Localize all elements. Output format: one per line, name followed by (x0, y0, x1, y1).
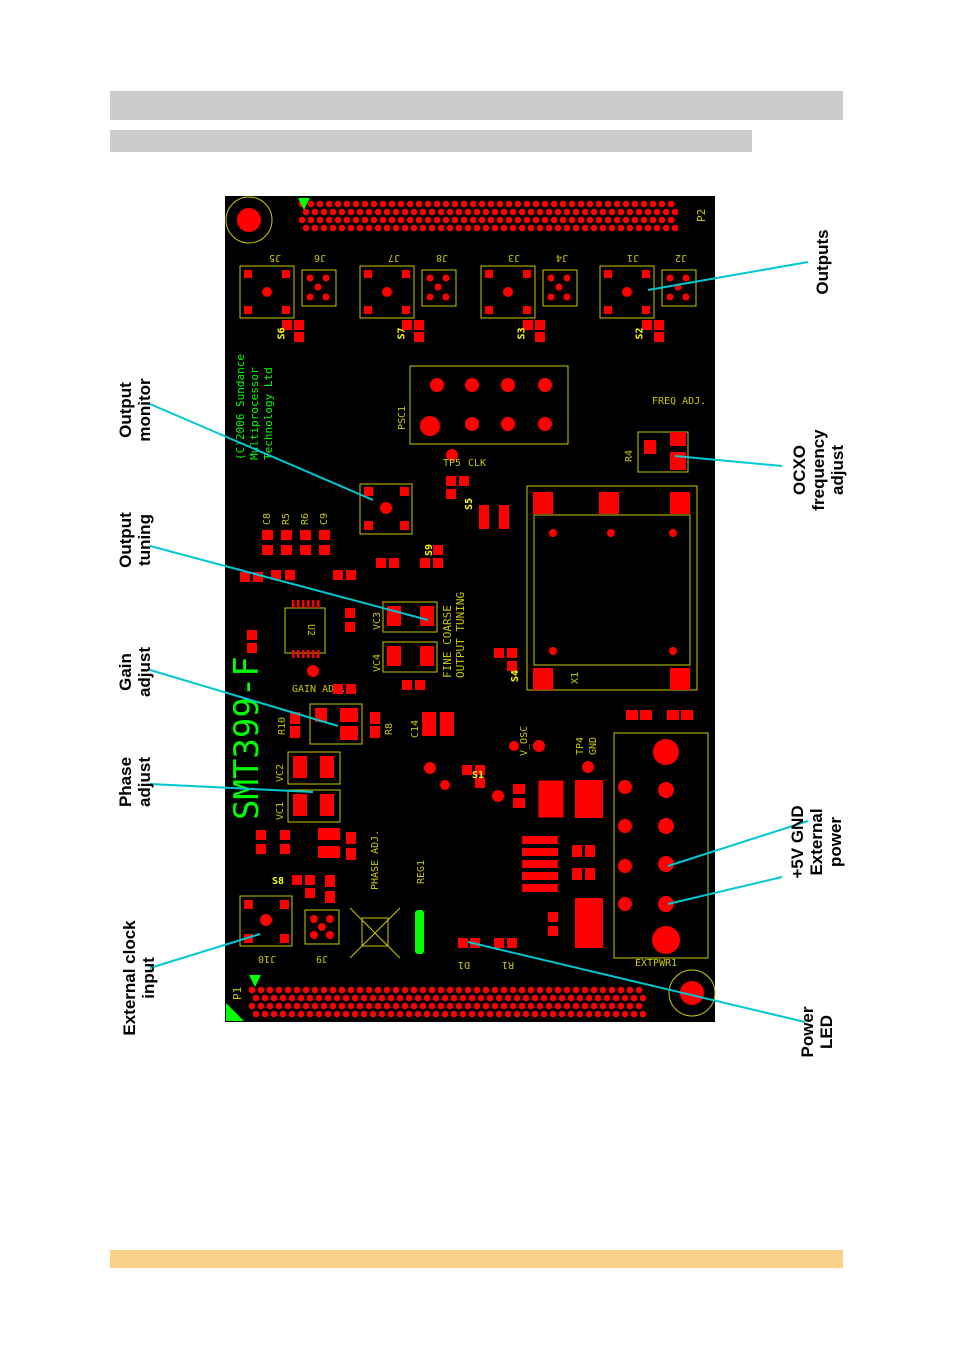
svg-text:C8: C8 (262, 513, 273, 525)
connector-p2 (298, 200, 679, 232)
svg-text:J9: J9 (316, 953, 328, 964)
output-connectors (239, 265, 697, 342)
svg-text:V_OSC: V_OSC (519, 726, 530, 756)
callout-phase-adjust: Phase adjust (116, 756, 154, 808)
svg-text:EXTPWR1: EXTPWR1 (635, 958, 677, 969)
svg-text:U2: U2 (305, 624, 316, 636)
j2-label: J2 (675, 252, 688, 263)
svg-text:R8: R8 (384, 723, 395, 735)
j3-label: J3 (508, 252, 521, 263)
svg-text:X1: X1 (570, 672, 581, 684)
svg-text:C14: C14 (410, 720, 421, 738)
svg-text:S9: S9 (424, 544, 435, 556)
pcb-board (225, 196, 715, 1022)
svg-text:OUTPUT TUNING: OUTPUT TUNING (454, 592, 467, 678)
callout-gain-adjust: Gain adjust (116, 646, 154, 698)
svg-text:D1: D1 (458, 959, 470, 970)
svg-text:C9: C9 (319, 513, 330, 525)
j7-label: J7 (388, 252, 401, 263)
j1-label: J1 (627, 252, 640, 263)
svg-text:REG1: REG1 (416, 860, 427, 884)
s7-label: S7 (396, 327, 408, 340)
callout-external-power: +5V GND External power (788, 805, 845, 879)
s6-label: S6 (276, 327, 288, 340)
callout-ocxo-frequency-adjust: OCXO frequency adjust (790, 429, 847, 511)
svg-text:GND: GND (588, 737, 599, 755)
svg-text:R5: R5 (281, 513, 292, 525)
svg-text:S8: S8 (272, 876, 284, 887)
svg-text:FINE COARSE: FINE COARSE (441, 605, 454, 678)
header-bar-narrow (110, 130, 752, 152)
svg-text:S1: S1 (472, 770, 484, 781)
svg-text:VC3: VC3 (372, 612, 383, 630)
svg-text:FREQ ADJ.: FREQ ADJ. (652, 396, 706, 407)
svg-text:R6: R6 (300, 513, 311, 525)
callout-output-monitor: Output monitor (116, 378, 154, 442)
callout-external-clock-input: External clock input (120, 920, 158, 1036)
svg-text:S5: S5 (464, 498, 475, 510)
p1-label: P1 (231, 987, 244, 1000)
svg-text:J10: J10 (258, 953, 276, 964)
mounting-hole-bottom-right (668, 969, 716, 1017)
svg-text:VC4: VC4 (372, 654, 383, 672)
svg-text:TP4: TP4 (575, 737, 586, 755)
svg-text:R1: R1 (502, 959, 514, 970)
copyright-line2: Multiprocessor (248, 367, 261, 460)
j5-label: J5 (269, 252, 282, 263)
copyright-line3: Technology Ltd (262, 367, 275, 460)
svg-text:R10: R10 (277, 717, 288, 735)
svg-text:PHASE ADJ.: PHASE ADJ. (370, 830, 381, 890)
p2-label: P2 (695, 209, 708, 222)
j6-label: J6 (314, 252, 327, 263)
callout-output-tuning: Output tuning (116, 512, 154, 568)
svg-text:R4: R4 (624, 450, 635, 462)
callout-outputs: Outputs (813, 229, 832, 295)
mounting-hole-top-left (225, 196, 273, 244)
footer-bar (110, 1250, 843, 1268)
svg-text:CLK: CLK (468, 458, 486, 469)
svg-text:VC2: VC2 (275, 764, 286, 782)
header-bar-wide (110, 91, 843, 120)
svg-text:VC1: VC1 (275, 802, 286, 820)
callout-power-led: Power LED (798, 1006, 836, 1058)
j4-label: J4 (556, 252, 569, 263)
j8-label: J8 (436, 252, 449, 263)
s2-label: S2 (634, 327, 646, 340)
svg-text:GAIN ADJ.: GAIN ADJ. (292, 684, 346, 695)
svg-text:TP5: TP5 (443, 458, 461, 469)
copyright-line1: (C)2006 Sundance (234, 354, 247, 460)
s3-label: S3 (516, 327, 528, 340)
svg-text:PSC1: PSC1 (397, 406, 408, 430)
board-name: SMT399-F (227, 656, 267, 820)
connector-p1 (248, 986, 647, 1018)
svg-text:S4: S4 (510, 670, 521, 682)
